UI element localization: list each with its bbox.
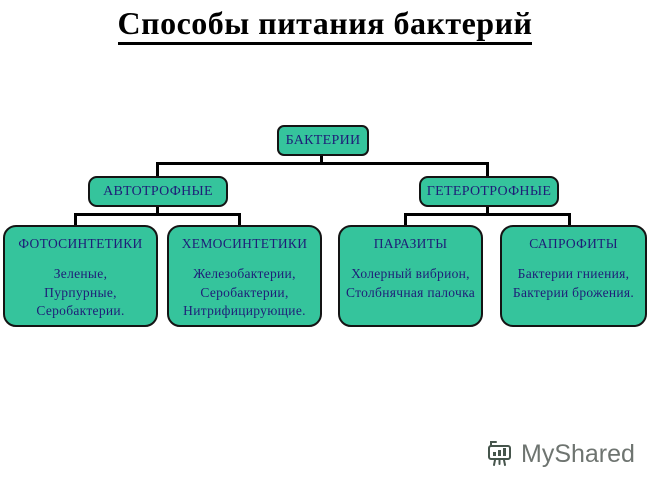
node-bacteria: БАКТЕРИИ bbox=[277, 125, 369, 156]
connector-chemosynthetics-drop bbox=[238, 213, 241, 227]
node-chemosynthetics: ХЕМОСИНТЕТИКИ Железобактерии, Серобактер… bbox=[167, 225, 322, 327]
myshared-watermark[interactable]: MyShared bbox=[486, 439, 635, 469]
leaf-body: Зеленые, Пурпурные, Серобактерии. bbox=[36, 266, 125, 318]
connector-autotrophic-stub bbox=[156, 205, 159, 216]
node-saprophytes: САПРОФИТЫ Бактерии гниения, Бактерии бро… bbox=[500, 225, 647, 327]
myshared-logo-text: MyShared bbox=[521, 439, 635, 468]
connector-heterotrophic-stub bbox=[486, 205, 489, 216]
connector-autotrophic-drop bbox=[156, 162, 159, 178]
leaf-body: Железобактерии, Серобактерии, Нитрифицир… bbox=[183, 266, 306, 318]
leaf-title: ПАРАЗИТЫ bbox=[373, 236, 448, 251]
connector-left-horizontal bbox=[74, 213, 241, 216]
connector-heterotrophic-drop bbox=[486, 162, 489, 178]
leaf-title: ХЕМОСИНТЕТИКИ bbox=[181, 236, 308, 251]
slide-title-text: Способы питания бактерий bbox=[117, 5, 533, 45]
connector-photosynthetics-drop bbox=[74, 213, 77, 227]
connector-right-horizontal bbox=[404, 213, 571, 216]
presentation-easel-chart-icon bbox=[486, 439, 516, 469]
node-heterotrophic: ГЕТЕРОТРОФНЫЕ bbox=[419, 176, 559, 207]
leaf-title: САПРОФИТЫ bbox=[529, 236, 618, 251]
leaf-title: ФОТОСИНТЕТИКИ bbox=[18, 236, 143, 251]
connector-saprophytes-drop bbox=[568, 213, 571, 227]
leaf-body: Холерный вибрион, Столбнячная палочка bbox=[345, 266, 476, 300]
connector-top-horizontal bbox=[156, 162, 489, 165]
connector-parasites-drop bbox=[404, 213, 407, 227]
connector-root-stub bbox=[320, 154, 323, 165]
node-photosynthetics: ФОТОСИНТЕТИКИ Зеленые, Пурпурные, Сероба… bbox=[3, 225, 158, 327]
node-autotrophic: АВТОТРОФНЫЕ bbox=[88, 176, 228, 207]
leaf-body: Бактерии гниения, Бактерии брожения. bbox=[512, 266, 635, 300]
node-parasites: ПАРАЗИТЫ Холерный вибрион, Столбнячная п… bbox=[338, 225, 483, 327]
slide-title: Способы питания бактерий bbox=[0, 5, 650, 45]
